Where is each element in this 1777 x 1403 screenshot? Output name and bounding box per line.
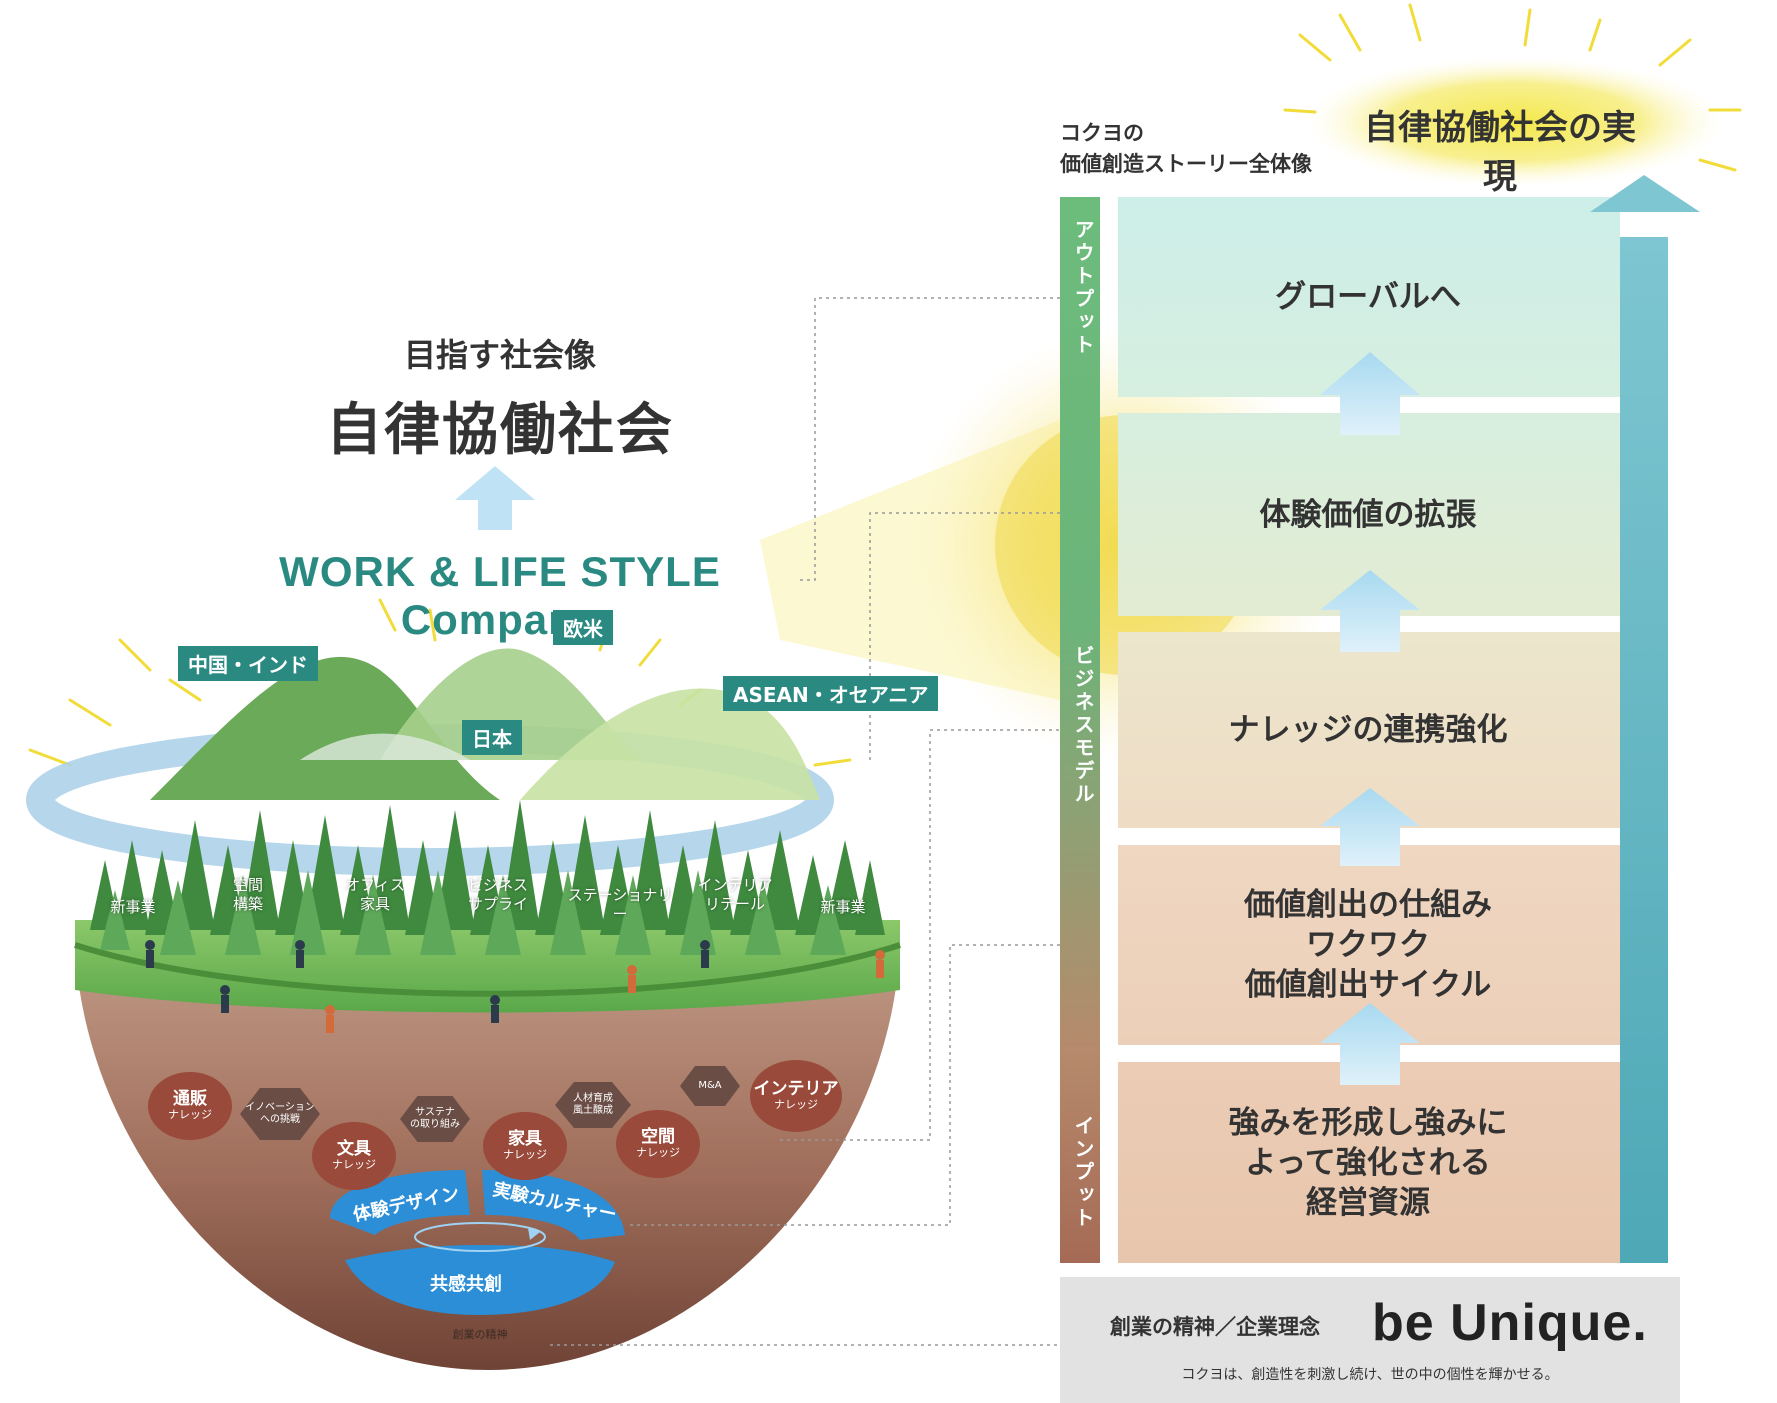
knowledge-stationery: 文具 ナレッジ	[312, 1122, 396, 1190]
biz-stationery: ステーショナリー	[567, 886, 673, 923]
vision-title: 自律協働社会	[326, 398, 674, 463]
forest-light	[100, 870, 846, 955]
story-title-line1: コクヨの	[1060, 121, 1144, 145]
culture-bottom	[345, 1245, 615, 1315]
culture-empathy: 共感共創	[430, 1274, 502, 1295]
connector-lines	[550, 297, 1060, 1346]
region-west: 欧米	[553, 610, 613, 645]
phase-output: アウトプット	[1071, 219, 1095, 357]
region-china-india: 中国・インド	[178, 646, 318, 681]
goal-glow	[1305, 57, 1725, 187]
company-name: WORK & LIFE STYLE Company	[279, 548, 721, 643]
phase-business-model: ビジネスモデル	[1071, 645, 1095, 806]
biz-interior: インテリア リテール	[697, 876, 773, 913]
founding-spirit-small: 創業の精神	[452, 1328, 508, 1341]
goal-label: 自律協働社会の実現	[1364, 108, 1636, 197]
knowledge-space: 空間 ナレッジ	[616, 1110, 700, 1178]
story-title: コクヨの 価値創造ストーリー全体像	[1060, 118, 1312, 180]
knowledge-sub: ナレッジ	[168, 1108, 212, 1122]
knowledge-sub: ナレッジ	[332, 1158, 376, 1172]
phase-input: インプット	[1071, 1115, 1095, 1230]
knowledge-title: インテリア	[753, 1078, 839, 1099]
knowledge-title: 文具	[337, 1138, 371, 1159]
biz-new-right: 新事業	[820, 898, 866, 916]
stage-knowledge: ナレッジの連携強化	[1228, 712, 1508, 748]
knowledge-sub: ナレッジ	[774, 1098, 818, 1112]
hill-asean	[520, 688, 820, 800]
philosophy-title: be Unique.	[1372, 1294, 1648, 1352]
people-orange	[325, 950, 885, 1033]
people	[145, 940, 710, 1023]
knowledge-interior: インテリア ナレッジ	[750, 1060, 842, 1132]
knowledge-title: 家具	[508, 1128, 542, 1149]
biz-space: 空間 構築	[232, 876, 263, 913]
knowledge-title: 空間	[641, 1126, 675, 1147]
big-arrow-head	[1590, 175, 1700, 212]
goal-rays	[1283, 3, 1742, 172]
phase-bar: アウトプット ビジネスモデル インプット	[1060, 197, 1100, 1263]
culture-right	[482, 1170, 625, 1240]
knowledge-sub: ナレッジ	[636, 1146, 680, 1160]
philosophy-label: 創業の精神／企業理念	[1110, 1315, 1320, 1339]
knowledge-furniture: 家具 ナレッジ	[483, 1112, 567, 1180]
vision-subtitle: 目指す社会像	[403, 336, 596, 374]
knowledge-sub: ナレッジ	[503, 1148, 547, 1162]
vision-up-arrow	[455, 466, 535, 530]
region-asean: ASEAN・オセアニア	[723, 676, 939, 711]
hill-west	[380, 648, 640, 760]
knowledge-mailorder: 通販 ナレッジ	[148, 1072, 232, 1140]
knowledge-title: 通販	[173, 1088, 207, 1109]
stage-global: グローバルへ	[1275, 279, 1461, 315]
region-japan: 日本	[462, 720, 522, 755]
stage-resources: 強みを形成し強みに よって強化される 経営資源	[1228, 1104, 1508, 1221]
stage-arrows	[1320, 352, 1420, 1085]
story-title-line2: 価値創造ストーリー全体像	[1060, 152, 1312, 176]
biz-new-left: 新事業	[110, 898, 156, 916]
biz-office: オフィス 家具	[345, 876, 405, 913]
biz-supply: ビジネス サプライ	[467, 876, 528, 913]
stage-mechanism: 価値創出の仕組み ワクワク 価値創出サイクル	[1244, 887, 1492, 1003]
philosophy-band	[1060, 1277, 1680, 1403]
stage-experience: 体験価値の拡張	[1259, 496, 1477, 533]
stage-resources-bg	[1118, 1062, 1620, 1263]
hill-china-india	[150, 656, 500, 800]
philosophy-tagline: コクヨは、創造性を刺激し続け、世の中の個性を輝かせる。	[1181, 1367, 1559, 1383]
big-up-arrow	[1620, 237, 1668, 1263]
